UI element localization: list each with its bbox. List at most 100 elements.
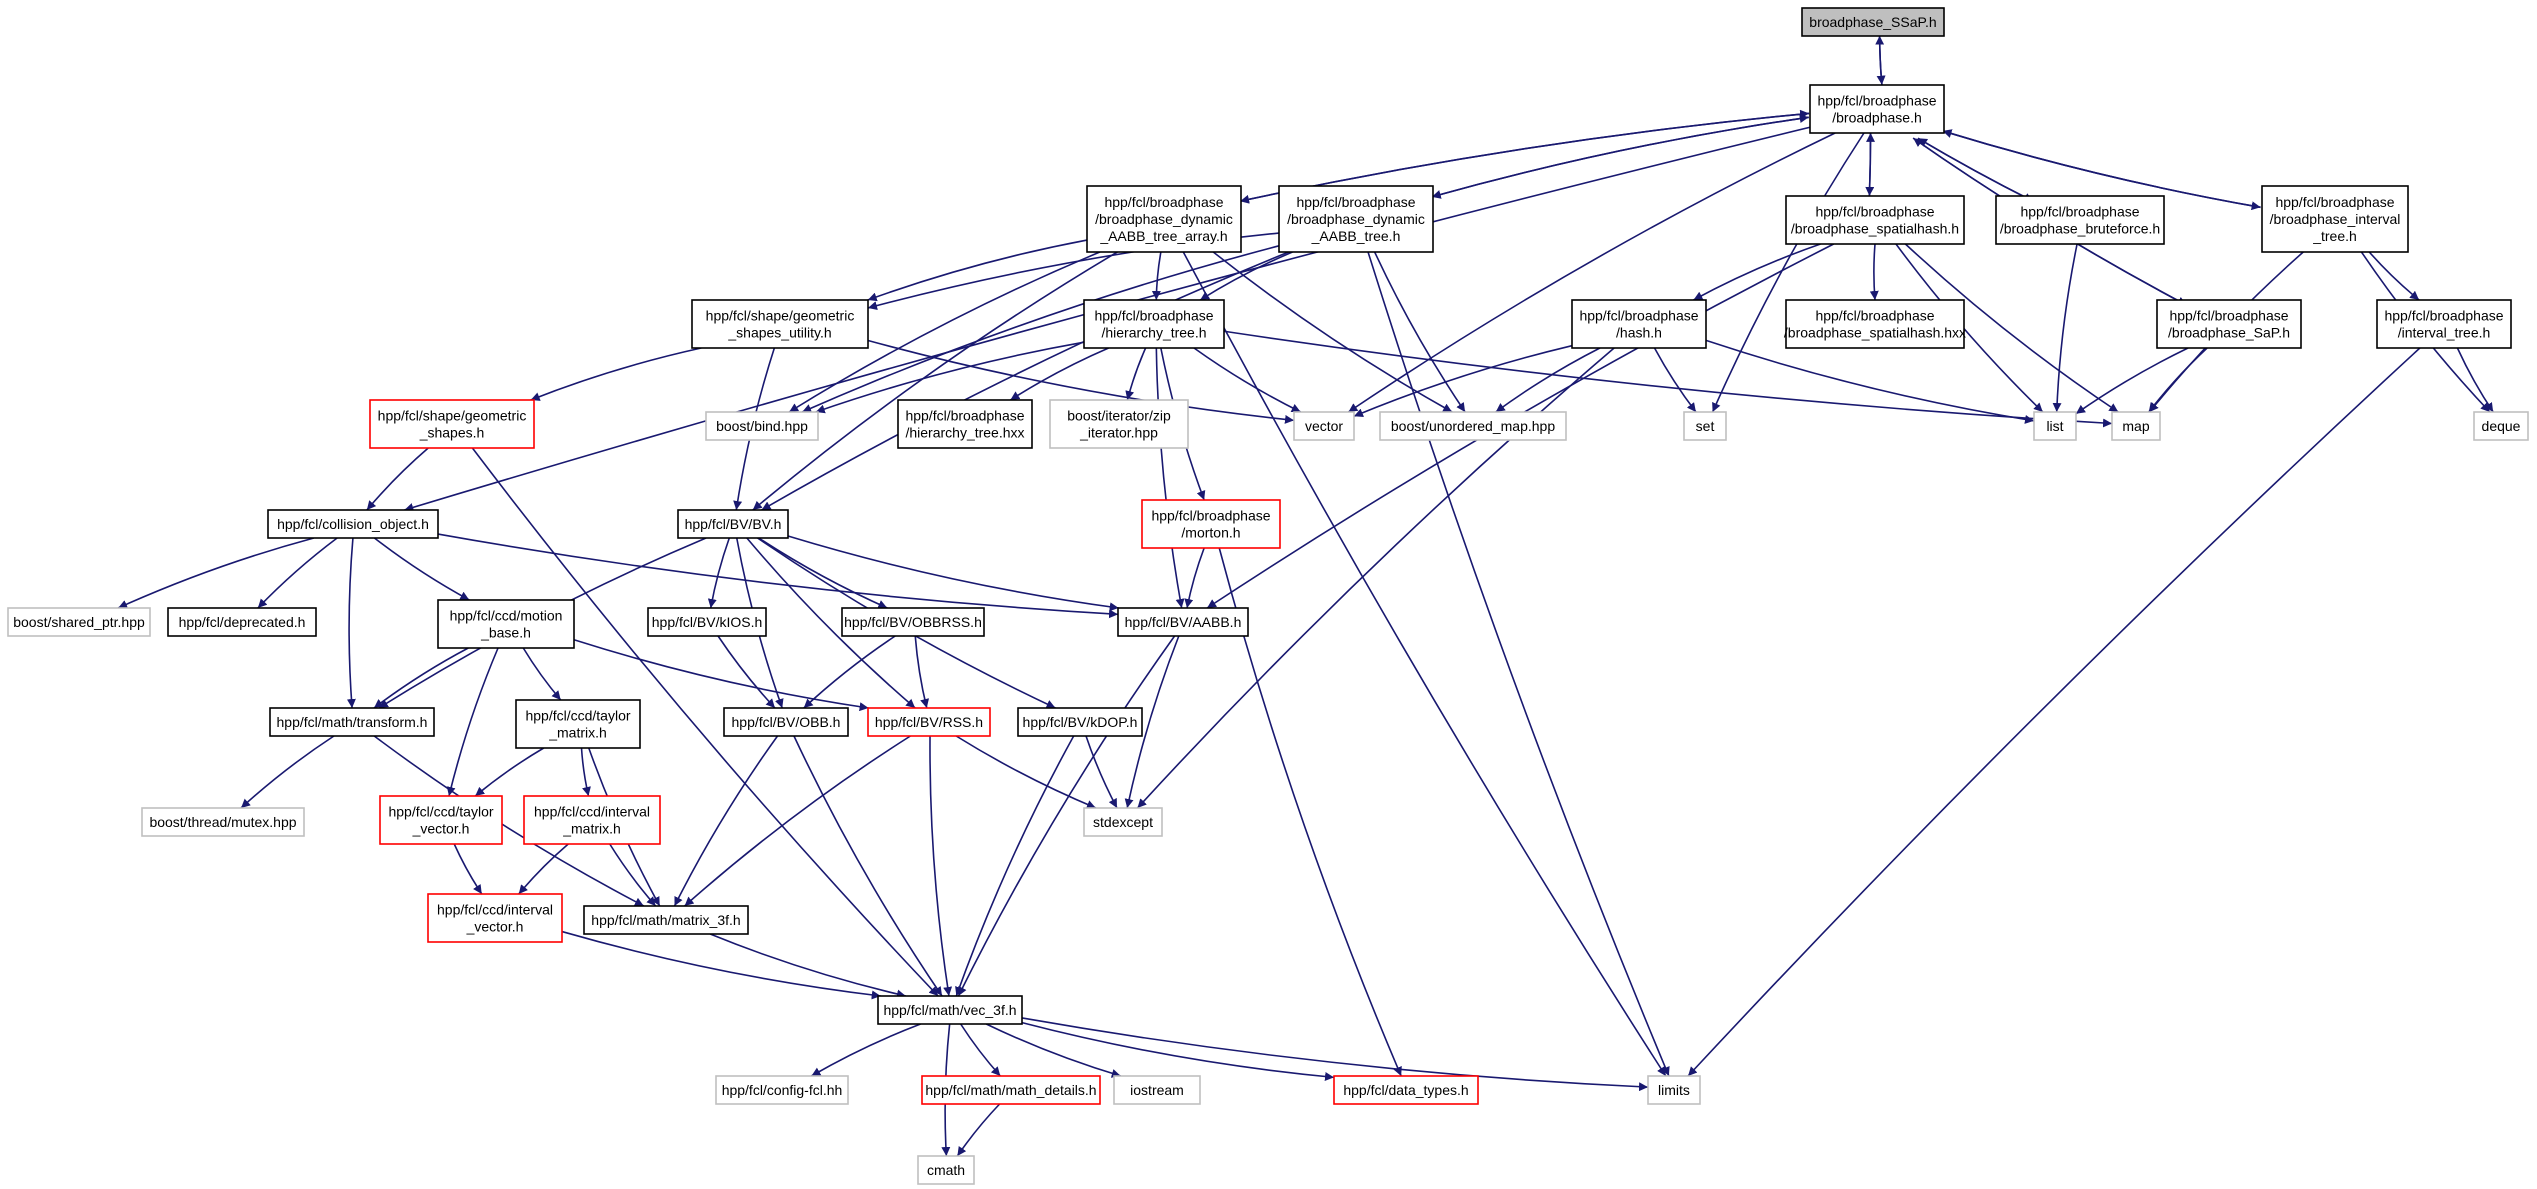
edge-interval_tree-to-deque (2456, 347, 2494, 413)
node-obb[interactable]: hpp/fcl/BV/OBB.h (723, 707, 849, 737)
edge-spatialhash-to-map (1904, 243, 2119, 413)
node-kdop[interactable]: hpp/fcl/BV/kDOP.h (1017, 707, 1143, 737)
node-vec_3f-box (877, 995, 1023, 1025)
node-kdop-label-0: hpp/fcl/BV/kDOP.h (1023, 714, 1138, 730)
node-rss-box (867, 707, 991, 737)
node-taylor_matrix[interactable]: hpp/fcl/ccd/taylor_matrix.h (515, 699, 641, 749)
edge-interval_tree_h-to-interval_tree (2368, 251, 2420, 301)
node-geom_shapes[interactable]: hpp/fcl/shape/geometric_shapes.h (369, 399, 535, 449)
edge-bv-to-aabb (787, 535, 1119, 612)
edge-matrix_3f-to-vec_3f (709, 933, 907, 999)
node-geom_util-label-0: hpp/fcl/shape/geometric (706, 308, 855, 324)
node-transform[interactable]: hpp/fcl/math/transform.h (269, 707, 435, 737)
node-zip-box (1049, 399, 1189, 449)
node-vector-box (1293, 411, 1355, 441)
node-interval_vector-label-1: _vector.h (466, 919, 524, 935)
node-deque: deque (2473, 411, 2529, 441)
edge-hash-to-stdexcept (1136, 347, 1615, 809)
node-transform-label-0: hpp/fcl/math/transform.h (277, 714, 428, 730)
node-motion_base-label-0: hpp/fcl/ccd/motion (450, 608, 563, 624)
node-deprecated[interactable]: hpp/fcl/deprecated.h (167, 607, 317, 637)
node-spatialhash_hxx[interactable]: hpp/fcl/broadphase/broadphase_spatialhas… (1784, 299, 1966, 349)
node-obbrss[interactable]: hpp/fcl/BV/OBBRSS.h (841, 607, 985, 637)
edge-dyn_array-to-unordered_map (1212, 251, 1453, 413)
node-interval_tree_h-label-0: hpp/fcl/broadphase (2275, 194, 2394, 210)
node-limits-box (1647, 1075, 1701, 1105)
node-interval_tree_h[interactable]: hpp/fcl/broadphase/broadphase_interval_t… (2261, 185, 2409, 253)
node-bruteforce-box (1995, 195, 2165, 245)
node-kios[interactable]: hpp/fcl/BV/kIOS.h (647, 607, 767, 637)
edge-collision_object-to-shared_ptr (117, 537, 315, 609)
node-bruteforce-label-1: /broadphase_bruteforce.h (2000, 221, 2160, 237)
node-interval_tree[interactable]: hpp/fcl/broadphase/interval_tree.h (2376, 299, 2512, 349)
edge-motion_base-to-taylor_vector (446, 647, 499, 797)
node-hash-label-1: /hash.h (1616, 325, 1662, 341)
node-spatialhash[interactable]: hpp/fcl/broadphase/broadphase_spatialhas… (1785, 195, 1965, 245)
node-zip-label-1: _iterator.hpp (1079, 425, 1158, 441)
edge-taylor_vector-to-interval_vector (453, 843, 483, 895)
node-taylor_vector[interactable]: hpp/fcl/ccd/taylor_vector.h (379, 795, 503, 845)
node-shared_ptr-box (7, 607, 151, 637)
node-sap[interactable]: hpp/fcl/broadphase/broadphase_SaP.h (2156, 299, 2302, 349)
node-aabb[interactable]: hpp/fcl/BV/AABB.h (1117, 607, 1249, 637)
node-matrix_3f[interactable]: hpp/fcl/math/matrix_3f.h (583, 905, 749, 935)
node-stdexcept-label-0: stdexcept (1093, 814, 1153, 830)
node-morton[interactable]: hpp/fcl/broadphase/morton.h (1141, 499, 1281, 549)
edge-spatialhash-to-hash (1693, 243, 1821, 301)
node-taylor_matrix-box (515, 699, 641, 749)
edge-obb-to-vec_3f (793, 735, 943, 997)
edge-spatialhash-to-spatialhash_hxx (1869, 243, 1879, 301)
node-collision_object[interactable]: hpp/fcl/collision_object.h (267, 509, 439, 539)
node-rss-label-0: hpp/fcl/BV/RSS.h (875, 714, 983, 730)
node-spatialhash-label-0: hpp/fcl/broadphase (1815, 204, 1934, 220)
node-interval_tree-label-0: hpp/fcl/broadphase (2384, 308, 2503, 324)
node-bind-box (705, 411, 819, 441)
node-config: hpp/fcl/config-fcl.hh (715, 1075, 849, 1105)
node-dyn_tree[interactable]: hpp/fcl/broadphase/broadphase_dynamic_AA… (1278, 185, 1434, 253)
edge-spatialhash-to-list (1895, 243, 2044, 413)
node-dyn_array[interactable]: hpp/fcl/broadphase/broadphase_dynamic_AA… (1086, 185, 1242, 253)
node-hierarchy-box (1083, 299, 1225, 349)
node-morton-label-1: /morton.h (1181, 525, 1240, 541)
node-spatialhash_hxx-label-1: /broadphase_spatialhash.hxx (1784, 325, 1966, 341)
node-geom_util-label-1: _shapes_utility.h (727, 325, 831, 341)
node-motion_base[interactable]: hpp/fcl/ccd/motion_base.h (437, 599, 575, 649)
node-rss[interactable]: hpp/fcl/BV/RSS.h (867, 707, 991, 737)
node-config-box (715, 1075, 849, 1105)
node-set: set (1683, 411, 1727, 441)
node-vec_3f[interactable]: hpp/fcl/math/vec_3f.h (877, 995, 1023, 1025)
node-hierarchy-label-1: /hierarchy_tree.h (1101, 325, 1206, 341)
edge-vec_3f-to-limits (1021, 1017, 1649, 1092)
node-vector-label-0: vector (1305, 418, 1343, 434)
edge-vec_3f-to-iostream (985, 1023, 1122, 1078)
node-hash-box (1571, 299, 1707, 349)
edge-bv-to-rss (746, 537, 916, 709)
node-mutex-label-0: boost/thread/mutex.hpp (149, 814, 296, 830)
node-interval_matrix[interactable]: hpp/fcl/ccd/interval_matrix.h (523, 795, 661, 845)
edge-bv-to-kios (707, 537, 731, 609)
node-set-box (1683, 411, 1727, 441)
node-geom_util[interactable]: hpp/fcl/shape/geometric_shapes_utility.h (691, 299, 869, 349)
node-root: broadphase_SSaP.h (1801, 7, 1945, 37)
node-math_details[interactable]: hpp/fcl/math/math_details.h (921, 1075, 1101, 1105)
node-bv[interactable]: hpp/fcl/BV/BV.h (677, 509, 789, 539)
node-hash[interactable]: hpp/fcl/broadphase/hash.h (1571, 299, 1707, 349)
node-interval_vector[interactable]: hpp/fcl/ccd/interval_vector.h (427, 893, 563, 943)
edge-motion_base-to-transform (373, 647, 469, 709)
node-data_types[interactable]: hpp/fcl/data_types.h (1333, 1075, 1479, 1105)
edge-obbrss-to-rss (914, 635, 930, 709)
node-broadphase[interactable]: hpp/fcl/broadphase/broadphase.h (1809, 84, 1945, 134)
edge-collision_object-to-aabb (437, 533, 1119, 619)
node-kios-label-0: hpp/fcl/BV/kIOS.h (652, 614, 763, 630)
edge-kdop-to-stdexcept (1085, 735, 1118, 809)
edge-morton-to-aabb (1184, 547, 1205, 609)
edge-geom_shapes-to-vec_3f (471, 447, 939, 997)
edge-vec_3f-to-math_details (960, 1023, 1001, 1077)
edge-motion_base-to-taylor_matrix (522, 647, 562, 701)
edge-motion_base-to-rss (573, 638, 869, 712)
node-hierarchy_hxx[interactable]: hpp/fcl/broadphase/hierarchy_tree.hxx (897, 399, 1033, 449)
edge-hierarchy-to-map (1223, 330, 2113, 428)
node-hierarchy[interactable]: hpp/fcl/broadphase/hierarchy_tree.h (1083, 299, 1225, 349)
node-bruteforce[interactable]: hpp/fcl/broadphase/broadphase_bruteforce… (1995, 195, 2165, 245)
edge-obbrss-to-obb (803, 635, 896, 709)
